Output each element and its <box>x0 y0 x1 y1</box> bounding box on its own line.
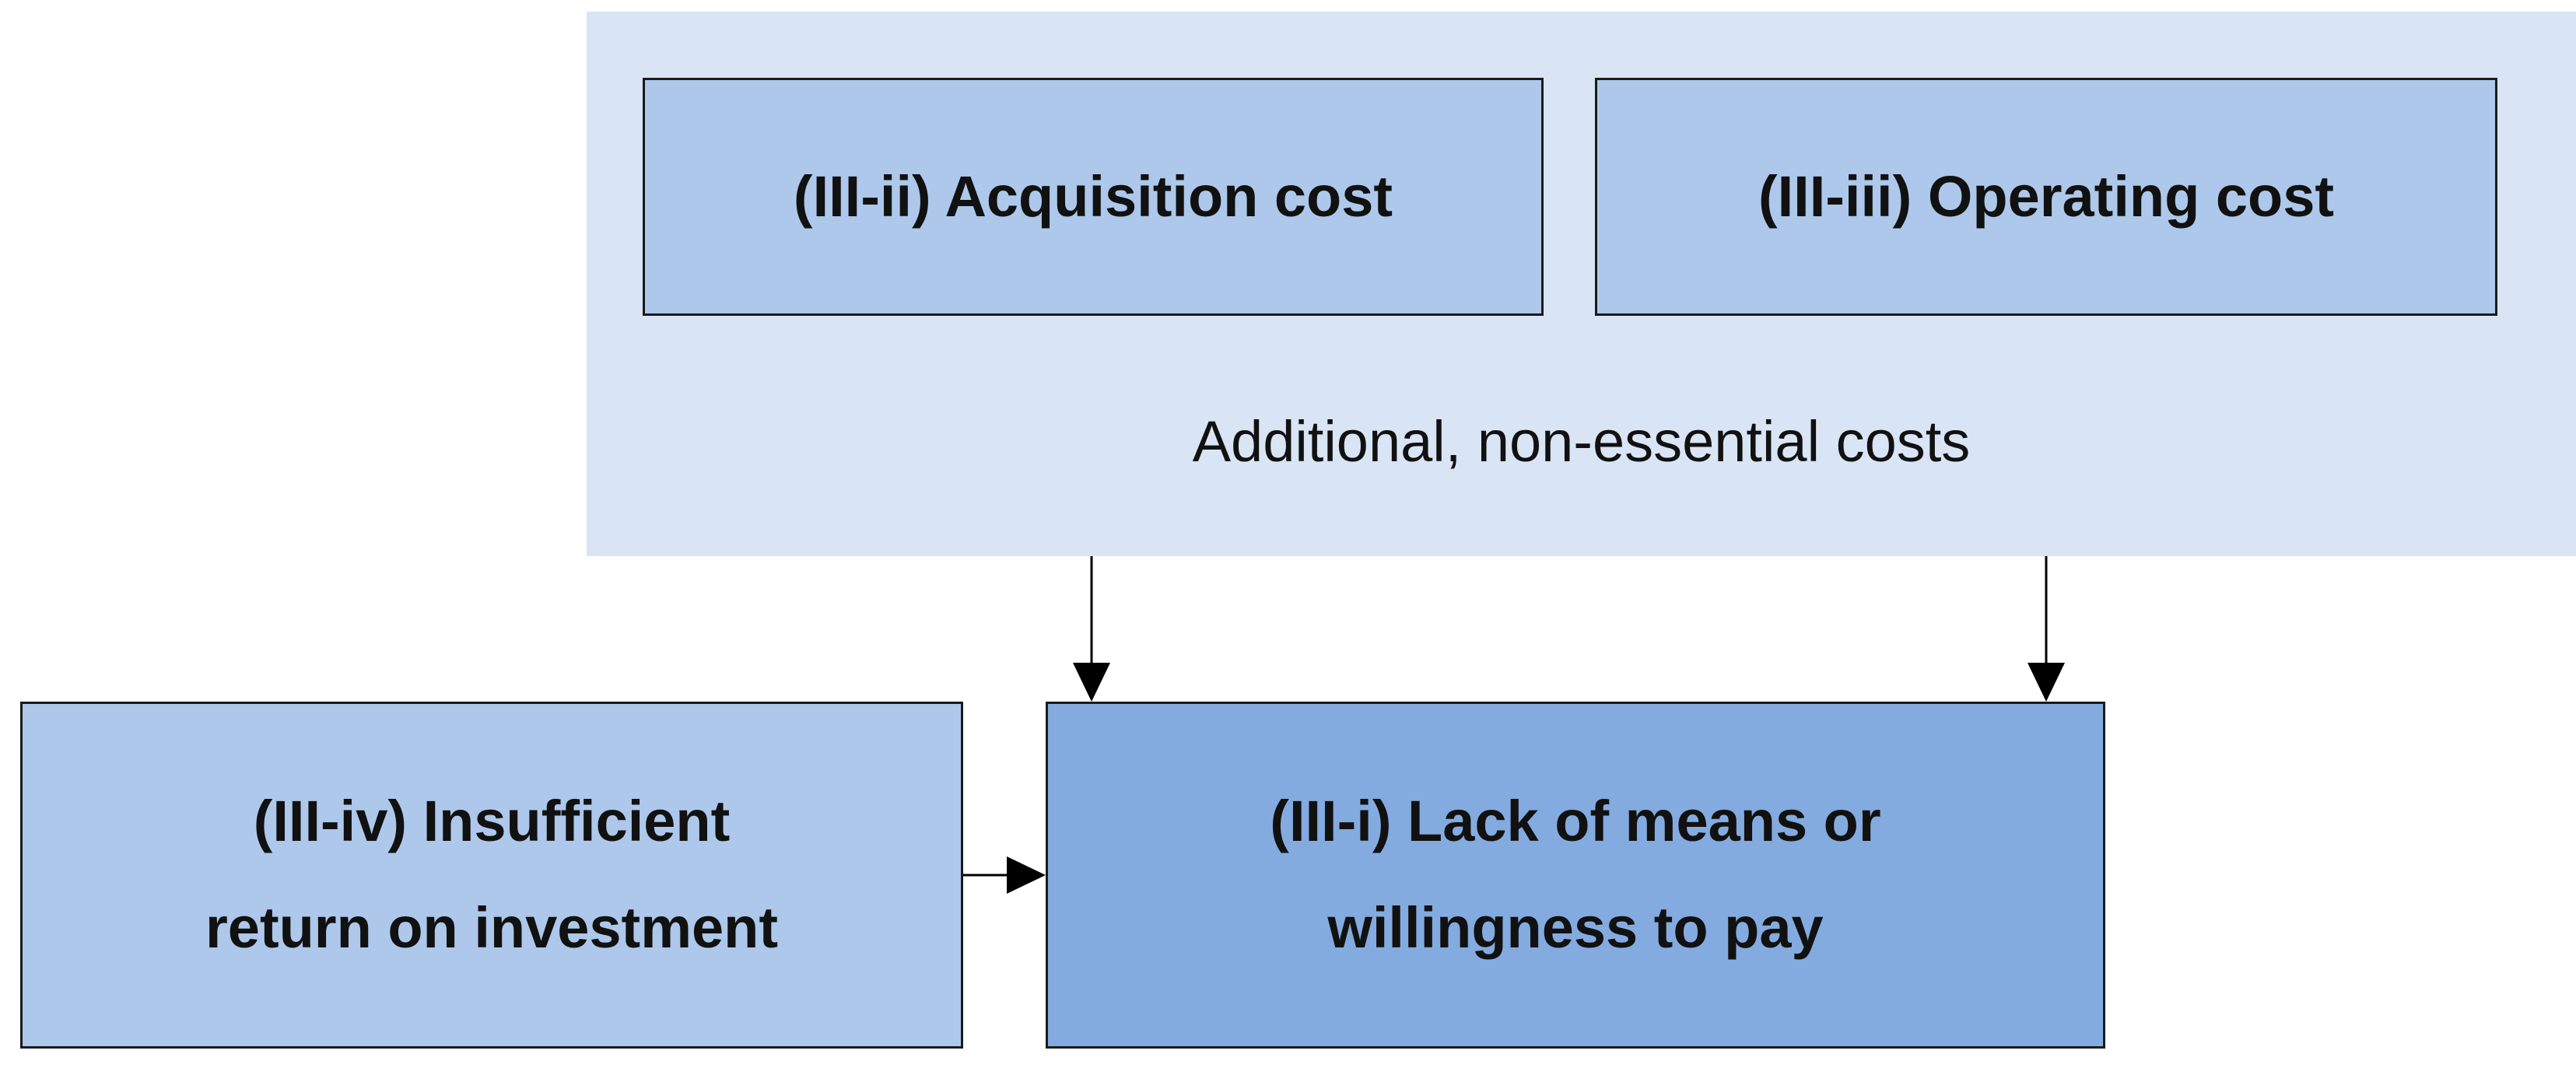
operating-cost-box: (III-iii) Operating cost <box>1595 78 2497 316</box>
lack-of-means-label-line2: willingness to pay <box>1327 895 1824 960</box>
insufficient-roi-label-line2: return on investment <box>205 895 778 960</box>
operating-cost-label: (III-iii) Operating cost <box>1758 163 2335 229</box>
acquisition-cost-box: (III-ii) Acquisition cost <box>643 78 1544 316</box>
insufficient-roi-label-line1: (III-iv) Insufficient <box>253 789 731 854</box>
lack-of-means-box: (III-i) Lack of means or willingness to … <box>1046 702 2105 1049</box>
arrow-group-to-lack-left <box>1073 556 1110 702</box>
arrow-group-to-lack-right <box>2028 556 2065 702</box>
arrow-roi-to-lack <box>963 856 1046 894</box>
lack-of-means-label-line1: (III-i) Lack of means or <box>1270 789 1881 854</box>
insufficient-roi-box: (III-iv) Insufficient return on investme… <box>20 702 963 1049</box>
acquisition-cost-label: (III-ii) Acquisition cost <box>793 163 1393 229</box>
group-label: Additional, non-essential costs <box>1192 409 1971 474</box>
